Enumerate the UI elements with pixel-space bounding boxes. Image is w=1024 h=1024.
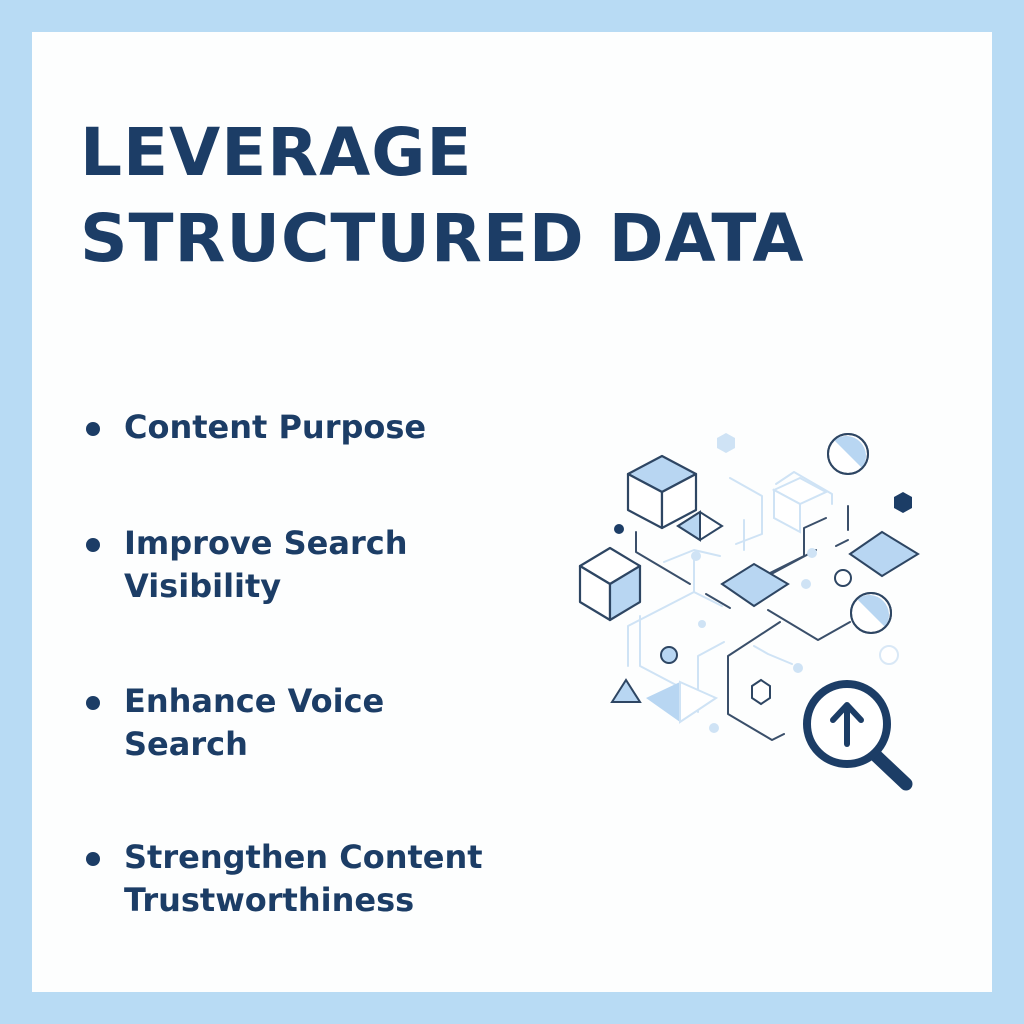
- triangle-icon: [610, 678, 642, 703]
- bullet-text: Improve Search Visibility: [124, 524, 408, 605]
- diamond-icon: [676, 510, 724, 542]
- diamond-icon: [848, 530, 920, 578]
- hexagon-icon: [751, 678, 771, 706]
- bullet-text: Strengthen Content Trustworthiness: [124, 838, 483, 919]
- slide-card: LEVERAGE STRUCTURED DATA Content Purpose…: [32, 32, 992, 992]
- hexagon-icon: [894, 492, 912, 513]
- title-line-2: STRUCTURED DATA: [80, 200, 805, 277]
- diamond-icon: [720, 562, 790, 608]
- bullet-item: Improve Search Visibility: [84, 522, 504, 608]
- structured-data-network-icon: [578, 433, 920, 791]
- bullet-dot-icon: [86, 696, 100, 710]
- bullet-dot-icon: [86, 422, 100, 436]
- bullet-dot-icon: [86, 852, 100, 866]
- bullet-item: Enhance Voice Search: [84, 680, 504, 766]
- cube-icon: [626, 454, 698, 530]
- bullet-item: Strengthen Content Trustworthiness: [84, 836, 504, 922]
- page-title: LEVERAGE STRUCTURED DATA: [80, 110, 804, 282]
- bullet-dot-icon: [86, 538, 100, 552]
- magnifying-glass-arrow-up-icon: [803, 680, 913, 791]
- circle-icon: [850, 592, 892, 634]
- title-line-1: LEVERAGE: [80, 114, 473, 191]
- bullet-text: Content Purpose: [124, 408, 427, 446]
- cube-icon: [578, 546, 642, 622]
- bullet-item: Content Purpose: [84, 406, 504, 449]
- circle-icon: [827, 433, 869, 475]
- bullet-text: Enhance Voice Search: [124, 682, 385, 763]
